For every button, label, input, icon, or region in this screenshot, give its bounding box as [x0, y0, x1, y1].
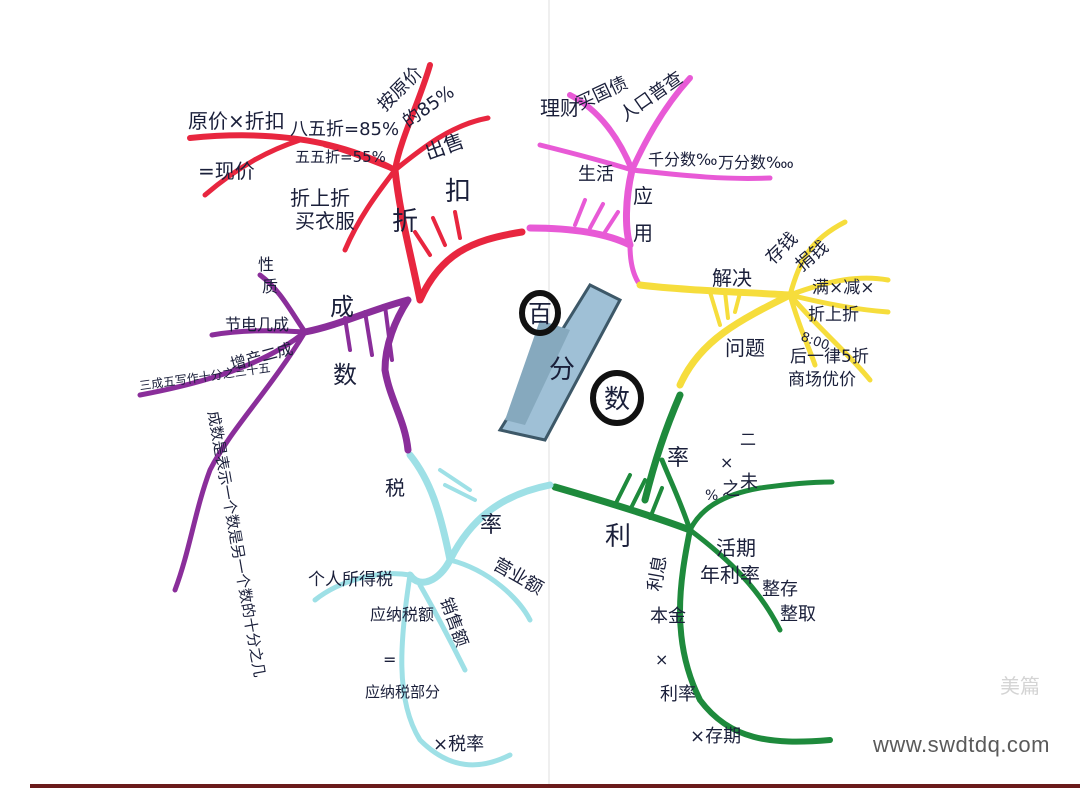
branch-problem [636, 219, 891, 389]
tax-down [399, 572, 513, 768]
center-tile-shade [505, 320, 570, 425]
branch-discount [187, 62, 526, 304]
interest-pct: % [705, 488, 718, 504]
discount-formula: 原价×折扣 [188, 109, 285, 133]
tax-head-lv: 率 [480, 513, 502, 538]
discount-55: 五五折=55% [295, 148, 386, 166]
discount-maiyifu: 买衣服 [295, 209, 355, 233]
life-main [567, 75, 693, 173]
discount-head-kou: 扣 [445, 177, 471, 207]
problem-zheshangzhe: 折上折 [808, 305, 859, 325]
center-char-shu: 数 [604, 385, 630, 415]
interest-lilv: 利率 [660, 684, 696, 705]
interest-lixi: 利息 [644, 554, 671, 593]
problem-right [787, 219, 891, 315]
discount-upright [342, 115, 491, 253]
discount-head-zhe: 折 [392, 207, 418, 237]
interest-up [659, 457, 835, 533]
chengshu-head-cheng: 成 [330, 293, 354, 321]
life-wanfenshu: 万分数‱ [718, 153, 794, 172]
center-ring-left [519, 290, 561, 336]
chengshu-lower [137, 329, 308, 593]
chengshu-upper [209, 272, 308, 338]
interest-huoqi: 活期 [716, 536, 756, 560]
chengshu-trunk [301, 296, 412, 454]
branch-tax [312, 451, 554, 768]
life-right [537, 142, 773, 181]
problem-houyilv: 后一律5折 [790, 347, 869, 367]
chengshu-definition: 成数是表示一个数是另一个数的十分之几 [204, 410, 269, 679]
center-topic: 百 分 数 [497, 283, 644, 442]
center-ring-right [590, 370, 644, 426]
paper-bottom-edge [30, 784, 1080, 788]
branch-life [526, 75, 773, 285]
interest-head-li: 利 [605, 522, 631, 552]
problem-ladder [708, 290, 742, 327]
chengshu-jiedian: 节电几成 [225, 315, 289, 334]
problem-shangchang: 商场优价 [788, 370, 856, 390]
center-char-fen: 分 [549, 355, 575, 385]
discount-85: 八五折=85% [290, 119, 399, 140]
life-head-ying: 应 [633, 184, 653, 208]
interest-trunk [551, 391, 694, 534]
problem-head-jiejue: 解决 [712, 266, 752, 290]
labels-tax: 税 率 个人所得税 营业额 销售额 应纳税额 = 应纳税部分 ×税率 [308, 476, 547, 755]
discount-up [392, 62, 433, 173]
interest-down [677, 527, 833, 745]
tax-left [312, 571, 413, 603]
life-head-shenghuo: 生活 [578, 164, 614, 185]
branch-interest [551, 391, 835, 745]
tax-bufen: 应纳税部分 [365, 683, 440, 701]
interest-head-lv: 率 [667, 446, 689, 471]
life-ladder [573, 198, 620, 234]
problem-head-wenti: 问题 [725, 336, 765, 360]
interest-zhi: 之 [722, 479, 740, 500]
interest-ladder [613, 473, 664, 520]
tax-geren: 个人所得税 [308, 570, 393, 590]
discount-chushou: 出售 [422, 128, 468, 164]
discount-left-fork [202, 137, 398, 198]
problem-lower [787, 292, 873, 383]
interest-benjin: 本金 [650, 606, 686, 627]
problem-trunk [636, 281, 794, 389]
tax-head-shui: 税 [385, 476, 405, 500]
chengshu-head-shu: 数 [333, 361, 357, 389]
discount-zhe-shang-zhe: 折上折 [290, 186, 350, 210]
interest-zhengcun: 整存 [762, 579, 798, 600]
life-qianfenshu: 千分数‰ [648, 150, 717, 169]
life-head-yong: 用 [633, 221, 653, 245]
life-licai: 理财 [540, 96, 580, 120]
interest-zhengqu: 整取 [780, 604, 816, 625]
discount-ladder [413, 210, 462, 257]
branch-chengshu [137, 272, 412, 593]
interest-right [687, 527, 783, 633]
tax-yingna: 应纳税额 [370, 605, 434, 624]
life-down [627, 242, 641, 285]
problem-manjian: 满×减× [812, 278, 875, 298]
tax-equals: = [383, 650, 396, 669]
meipian-logo: 美篇 [1000, 676, 1040, 698]
interest-wei: 未 [740, 472, 758, 493]
interest-nianlilv: 年利率 [700, 563, 760, 587]
tax-mid [417, 557, 533, 673]
tax-yingye: 营业额 [490, 554, 547, 599]
tax-trunk [406, 451, 554, 586]
discount-xianjia: =现价 [198, 159, 255, 183]
tax-shuilv: ×税率 [433, 734, 484, 755]
watermark-url: www.swdtdq.com [873, 732, 1050, 757]
labels-discount: 折 扣 原价×折扣 =现价 八五折=85% 五五折=55% 按原价 的85% 出… [188, 63, 471, 237]
chengshu-ladder [343, 304, 394, 362]
center-char-bai: 百 [528, 300, 552, 328]
chengshu-xing: 性 [258, 255, 274, 274]
chengshu-zhi: 质 [262, 277, 278, 296]
tax-ladder [438, 468, 477, 502]
interest-times: × [655, 650, 668, 669]
labels-interest: 利 率 二 × % 之 未 活期 年利率 整存 整取 利息 本金 × 利率 ×存… [605, 430, 816, 747]
discount-trunk [391, 166, 526, 304]
interest-er: 二 [740, 430, 756, 449]
interest-x: × [720, 453, 733, 472]
labels-chengshu: 成 数 性 质 节电几成 三成五写作十分之三十五 增产二成 成数是表示一个数是另… [138, 255, 357, 679]
interest-cunqi: ×存期 [690, 726, 741, 747]
